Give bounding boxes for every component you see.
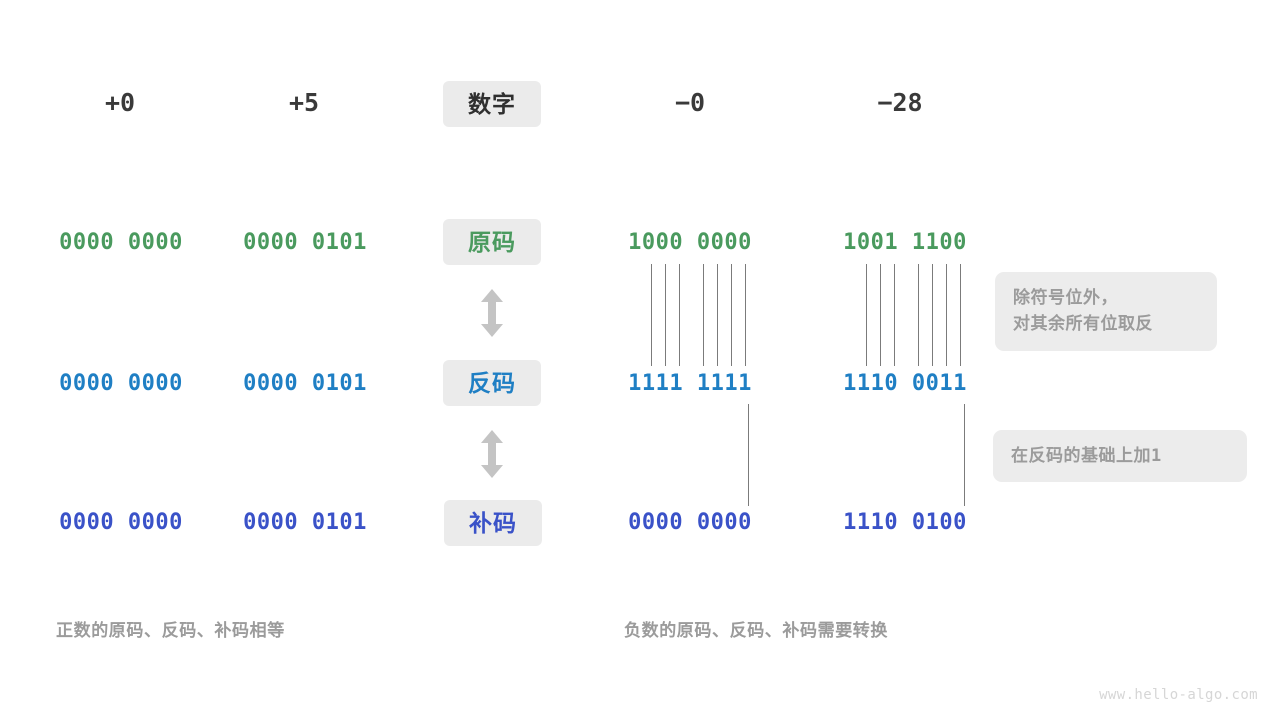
connector-line [665,264,666,366]
connector-line [703,264,704,366]
cell-twos-complement-minus-28: 1110 0100 [843,510,967,535]
note-add-one: 在反码的基础上加1 [993,430,1247,483]
connector-line [960,264,961,366]
row-label-chip-sign-magnitude: 原码 [443,219,541,265]
connector-line [932,264,933,366]
note-invert-bits: 除符号位外， 对其余所有位取反 [995,272,1217,351]
double-arrow-vertical-icon [479,430,505,478]
connector-line [748,404,749,506]
connector-line [918,264,919,366]
column-header-plus-five: +5 [288,88,320,117]
double-arrow-vertical-icon [479,289,505,337]
cell-twos-complement-plus-zero: 0000 0000 [59,510,183,535]
cell-sign-magnitude-minus-28: 1001 1100 [843,230,967,255]
cell-twos-complement-minus-zero: 0000 0000 [628,510,752,535]
row-label-chip-number: 数字 [443,81,541,127]
caption-negative-numbers: 负数的原码、反码、补码需要转换 [624,621,888,640]
cell-sign-magnitude-plus-five: 0000 0101 [243,230,367,255]
cell-sign-magnitude-plus-zero: 0000 0000 [59,230,183,255]
connector-line [651,264,652,366]
note-invert-bits-line2: 对其余所有位取反 [1013,314,1153,334]
connector-line [731,264,732,366]
cell-twos-complement-plus-five: 0000 0101 [243,510,367,535]
row-label-chip-twos-complement: 补码 [444,500,542,546]
connector-line [946,264,947,366]
cell-ones-complement-plus-zero: 0000 0000 [59,371,183,396]
connector-line [717,264,718,366]
connector-line [894,264,895,366]
connector-line [866,264,867,366]
cell-ones-complement-minus-zero: 1111 1111 [628,371,752,396]
note-add-one-text: 在反码的基础上加 [1011,446,1151,465]
connector-line [964,404,965,506]
connector-line [880,264,881,366]
connector-line [745,264,746,366]
watermark: www.hello-algo.com [1099,687,1258,703]
cell-ones-complement-minus-28: 1110 0011 [843,371,967,396]
column-header-minus-28: −28 [877,88,923,117]
note-add-one-value: 1 [1151,446,1162,466]
row-label-ones-complement-text: 反码 [468,369,516,396]
row-label-chip-ones-complement: 反码 [443,360,541,406]
connector-line [679,264,680,366]
row-label-number-text: 数字 [468,90,516,117]
cell-sign-magnitude-minus-zero: 1000 0000 [628,230,752,255]
row-label-twos-complement-text: 补码 [469,509,517,536]
caption-positive-numbers: 正数的原码、反码、补码相等 [56,621,285,640]
note-invert-bits-line1: 除符号位外， [1013,288,1118,307]
cell-ones-complement-plus-five: 0000 0101 [243,371,367,396]
column-header-plus-zero: +0 [104,88,136,117]
column-header-minus-zero: −0 [674,88,706,117]
row-label-sign-magnitude-text: 原码 [468,228,516,255]
